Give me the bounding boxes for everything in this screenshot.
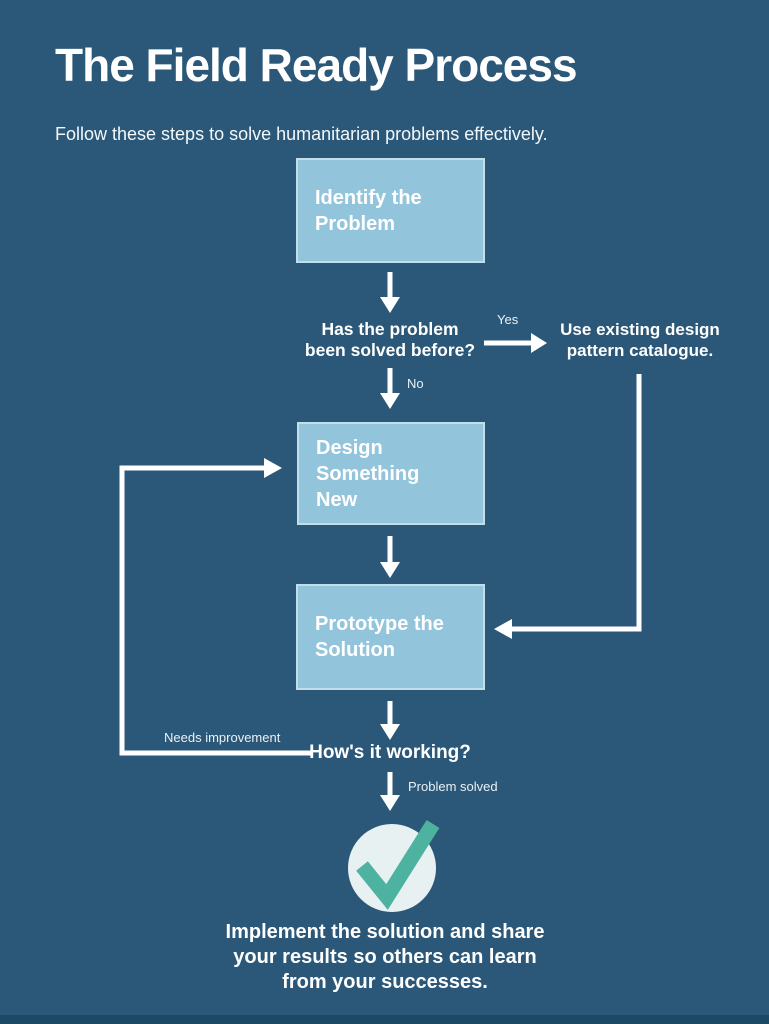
arrow-prototype-to-question	[380, 701, 400, 740]
bottom-strip	[0, 1015, 769, 1024]
decision-hows-it-working: How's it working?	[309, 742, 471, 763]
arrow-identify-to-question	[380, 272, 400, 313]
problem-solved-label: Problem solved	[408, 779, 498, 794]
check-icon	[348, 820, 440, 912]
page-subtitle: Follow these steps to solve humanitarian…	[55, 124, 548, 144]
step-design-something-new: Design Something New	[297, 422, 485, 525]
step-prototype-solution: Prototype the Solution	[296, 584, 485, 690]
step-identify-problem: Identify the Problem	[296, 158, 485, 263]
arrow-catalogue-to-prototype	[494, 374, 642, 639]
no-branch-label: No	[407, 376, 424, 391]
closing-message: Implement the solution and share your re…	[225, 921, 545, 993]
step-design-something-new-label: Design Something New	[316, 436, 420, 511]
step-identify-problem-label: Identify the Problem	[315, 186, 422, 235]
yes-branch-label: Yes	[497, 312, 519, 327]
needs-improvement-label: Needs improvement	[164, 730, 281, 745]
use-catalogue-text: Use existing design pattern catalogue.	[560, 320, 720, 360]
no-arrow	[380, 368, 400, 409]
arrow-design-to-prototype	[380, 536, 400, 578]
page-title: The Field Ready Process	[55, 39, 578, 91]
step-prototype-solution-label: Prototype the Solution	[315, 613, 444, 661]
decision-solved-before: Has the problem been solved before?	[304, 319, 476, 360]
feedback-loop-arrow	[119, 458, 313, 756]
